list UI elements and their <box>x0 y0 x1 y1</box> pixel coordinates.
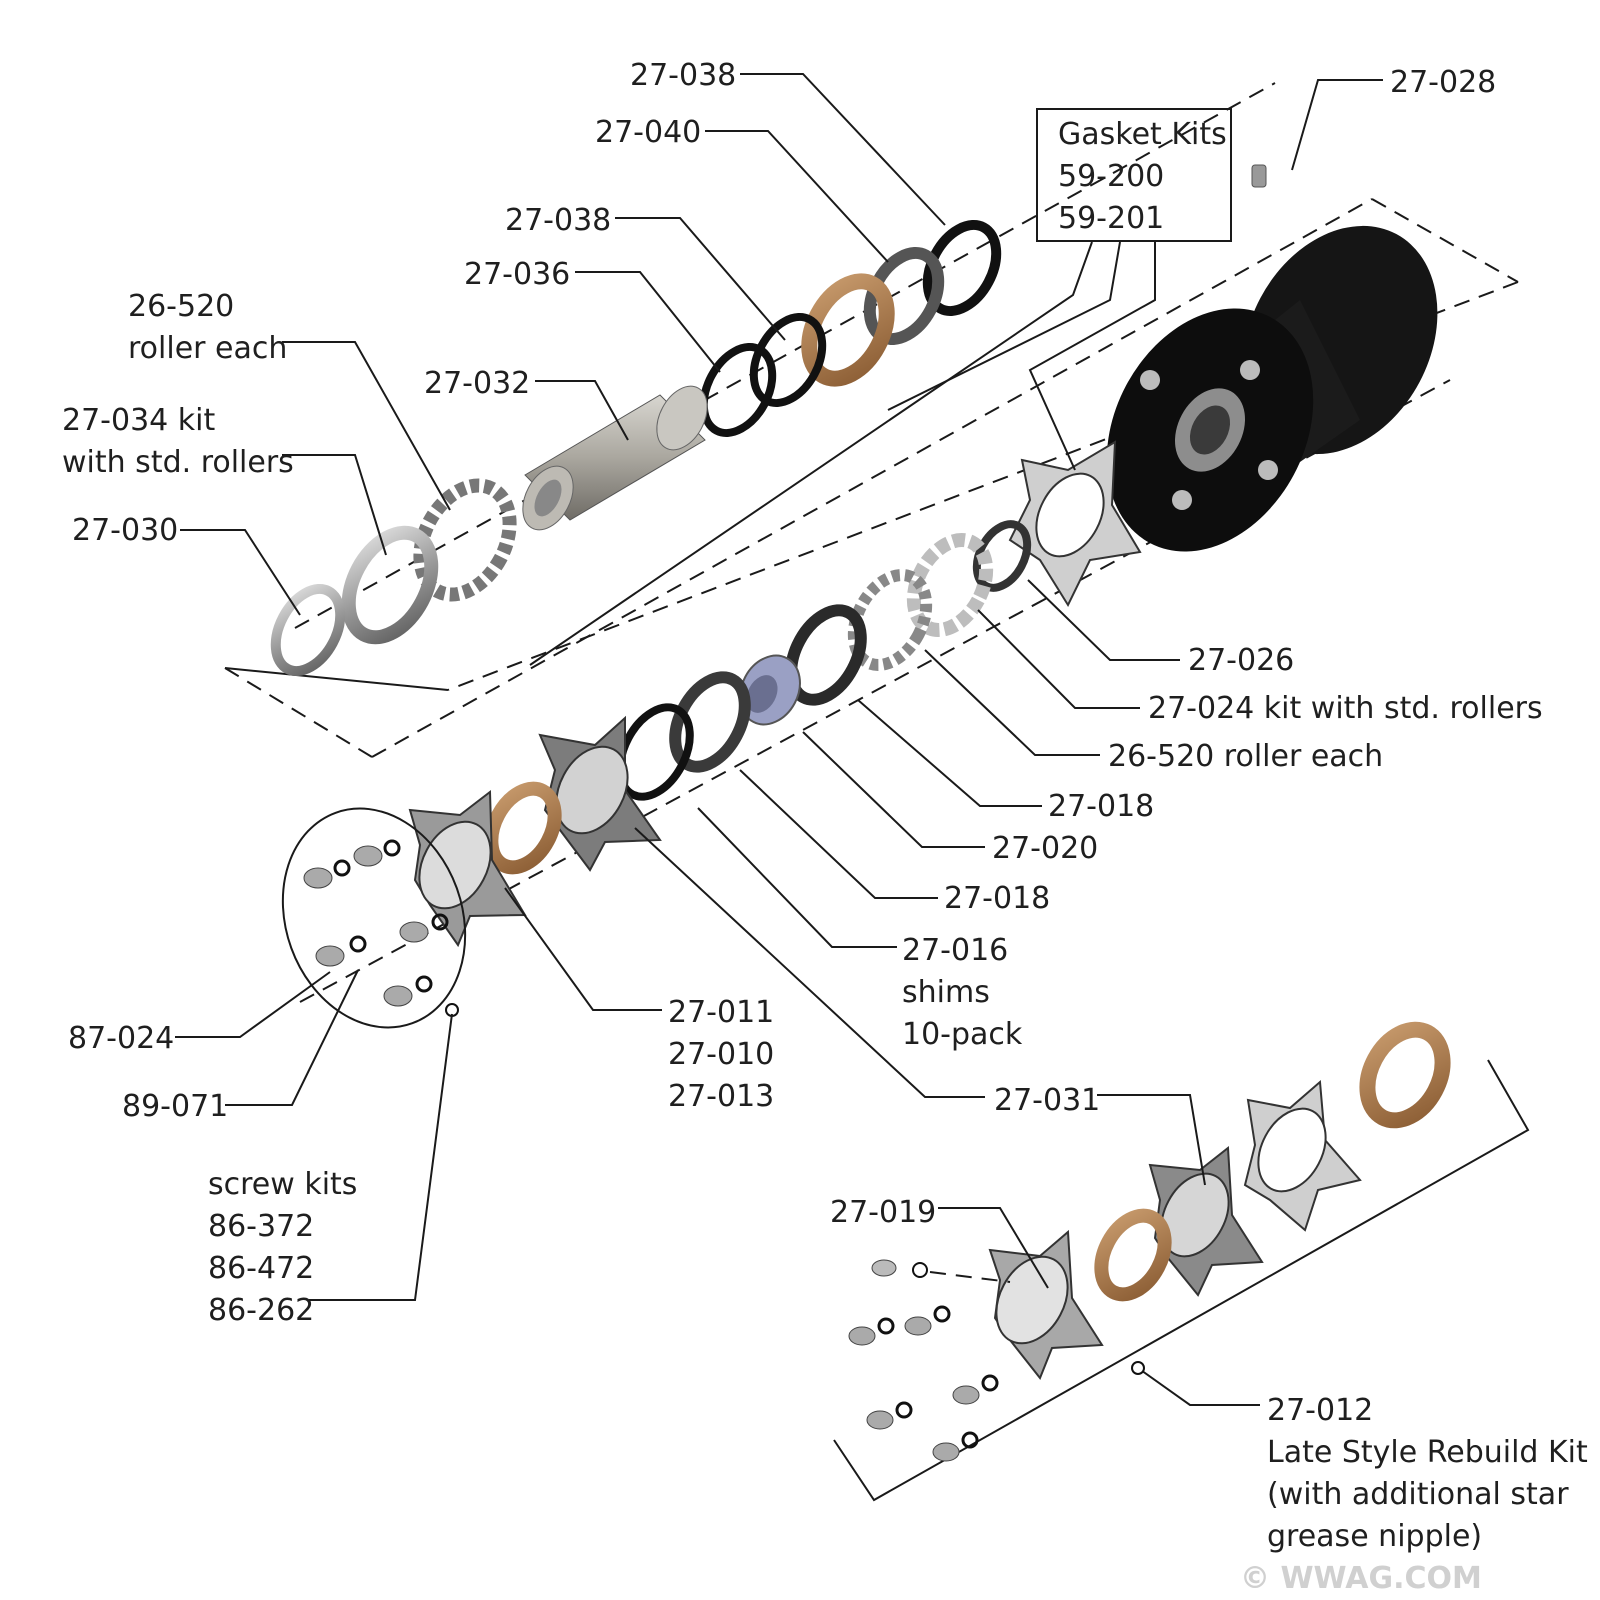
label-27-013: 27-013 <box>668 1079 774 1114</box>
label-27-012-note-1: (with additional star <box>1267 1477 1569 1512</box>
label-27-016-shims: shims <box>902 975 990 1010</box>
label-27-034: 27-034 kit <box>62 403 216 438</box>
label-27-024: 27-024 kit with std. rollers <box>1148 691 1543 726</box>
label-26-520-lower: 26-520 roller each <box>1108 739 1383 774</box>
cover-27-011 <box>408 790 527 948</box>
shaft-27-032 <box>522 385 708 531</box>
screw-kit-86-372: 86-372 <box>208 1209 314 1244</box>
label-27-012-note-2: grease nipple) <box>1267 1519 1482 1554</box>
label-87-024: 87-024 <box>68 1021 174 1056</box>
hub-body <box>1106 225 1438 552</box>
gasket-kit-59-201: 59-201 <box>1058 201 1164 236</box>
label-27-026: 27-026 <box>1188 643 1294 678</box>
shim-27-016 <box>616 703 694 801</box>
circlip-27-038-top <box>922 220 1002 316</box>
gasket-kit-59-200: 59-200 <box>1058 159 1164 194</box>
spacer-27-020 <box>739 654 801 726</box>
roller-cage-27-024 <box>906 533 994 637</box>
label-89-071: 89-071 <box>122 1089 228 1124</box>
label-27-016-pack: 10-pack <box>902 1017 1023 1052</box>
label-27-030: 27-030 <box>72 513 178 548</box>
label-27-019: 27-019 <box>830 1195 936 1230</box>
label-27-028: 27-028 <box>1390 65 1496 100</box>
screw-kit-86-262: 86-262 <box>208 1293 314 1328</box>
grease-nipple-27-028 <box>1251 164 1267 188</box>
gasket-kits-title: Gasket Kits <box>1058 117 1227 152</box>
screw-set-upper <box>303 839 449 1007</box>
screw-kit-outline <box>281 807 467 1029</box>
circlip-27-036 <box>699 343 777 437</box>
label-27-034-note: with std. rollers <box>62 445 294 480</box>
gasket-star-hub <box>1008 440 1142 608</box>
label-27-012-title: Late Style Rebuild Kit <box>1267 1435 1588 1470</box>
label-27-012: 27-012 <box>1267 1393 1373 1428</box>
label-27-032: 27-032 <box>424 366 530 401</box>
label-27-020: 27-020 <box>992 831 1098 866</box>
gasket-kits-box <box>1036 108 1232 242</box>
label-27-016: 27-016 <box>902 933 1008 968</box>
screw-set-late <box>848 1305 999 1462</box>
label-26-520-upper: 26-520 <box>128 289 234 324</box>
thrust-washer-27-018-b <box>669 671 751 773</box>
label-27-010: 27-010 <box>668 1037 774 1072</box>
label-27-038-top: 27-038 <box>630 58 736 93</box>
race-27-030 <box>270 583 346 677</box>
cork-seal-upper <box>801 273 895 387</box>
cork-seal-late-a <box>1359 1021 1451 1129</box>
thrust-washer-27-018-a <box>785 604 867 706</box>
leader-lines <box>175 73 1383 1406</box>
screw-kits-title: screw kits <box>208 1167 357 1202</box>
grease-nipple-late <box>871 1259 1011 1283</box>
label-27-038-mid: 27-038 <box>505 203 611 238</box>
cover-27-019 <box>988 1229 1104 1380</box>
flange-27-031 <box>538 715 662 872</box>
cork-seal-late-b <box>1094 1208 1172 1302</box>
label-26-520-upper-note: roller each <box>128 331 287 366</box>
label-27-036: 27-036 <box>464 257 570 292</box>
screw-kit-86-472: 86-472 <box>208 1251 314 1286</box>
label-27-018-b: 27-018 <box>944 881 1050 916</box>
watermark: © WWAG.COM <box>1240 1561 1482 1596</box>
spacer-27-026 <box>972 520 1032 592</box>
roller-cage-27-034 <box>341 525 439 645</box>
label-27-040: 27-040 <box>595 115 701 150</box>
gasket-star-late <box>1243 1079 1362 1232</box>
flange-late <box>1148 1146 1264 1297</box>
roller-set-26-520-lower <box>847 569 933 671</box>
label-27-018-a: 27-018 <box>1048 789 1154 824</box>
label-27-031: 27-031 <box>994 1083 1100 1118</box>
roller-set-26-520-upper <box>413 478 517 602</box>
cork-seal-middle <box>484 781 562 875</box>
late-kit-bracket <box>833 1059 1530 1502</box>
label-27-011: 27-011 <box>668 995 774 1030</box>
